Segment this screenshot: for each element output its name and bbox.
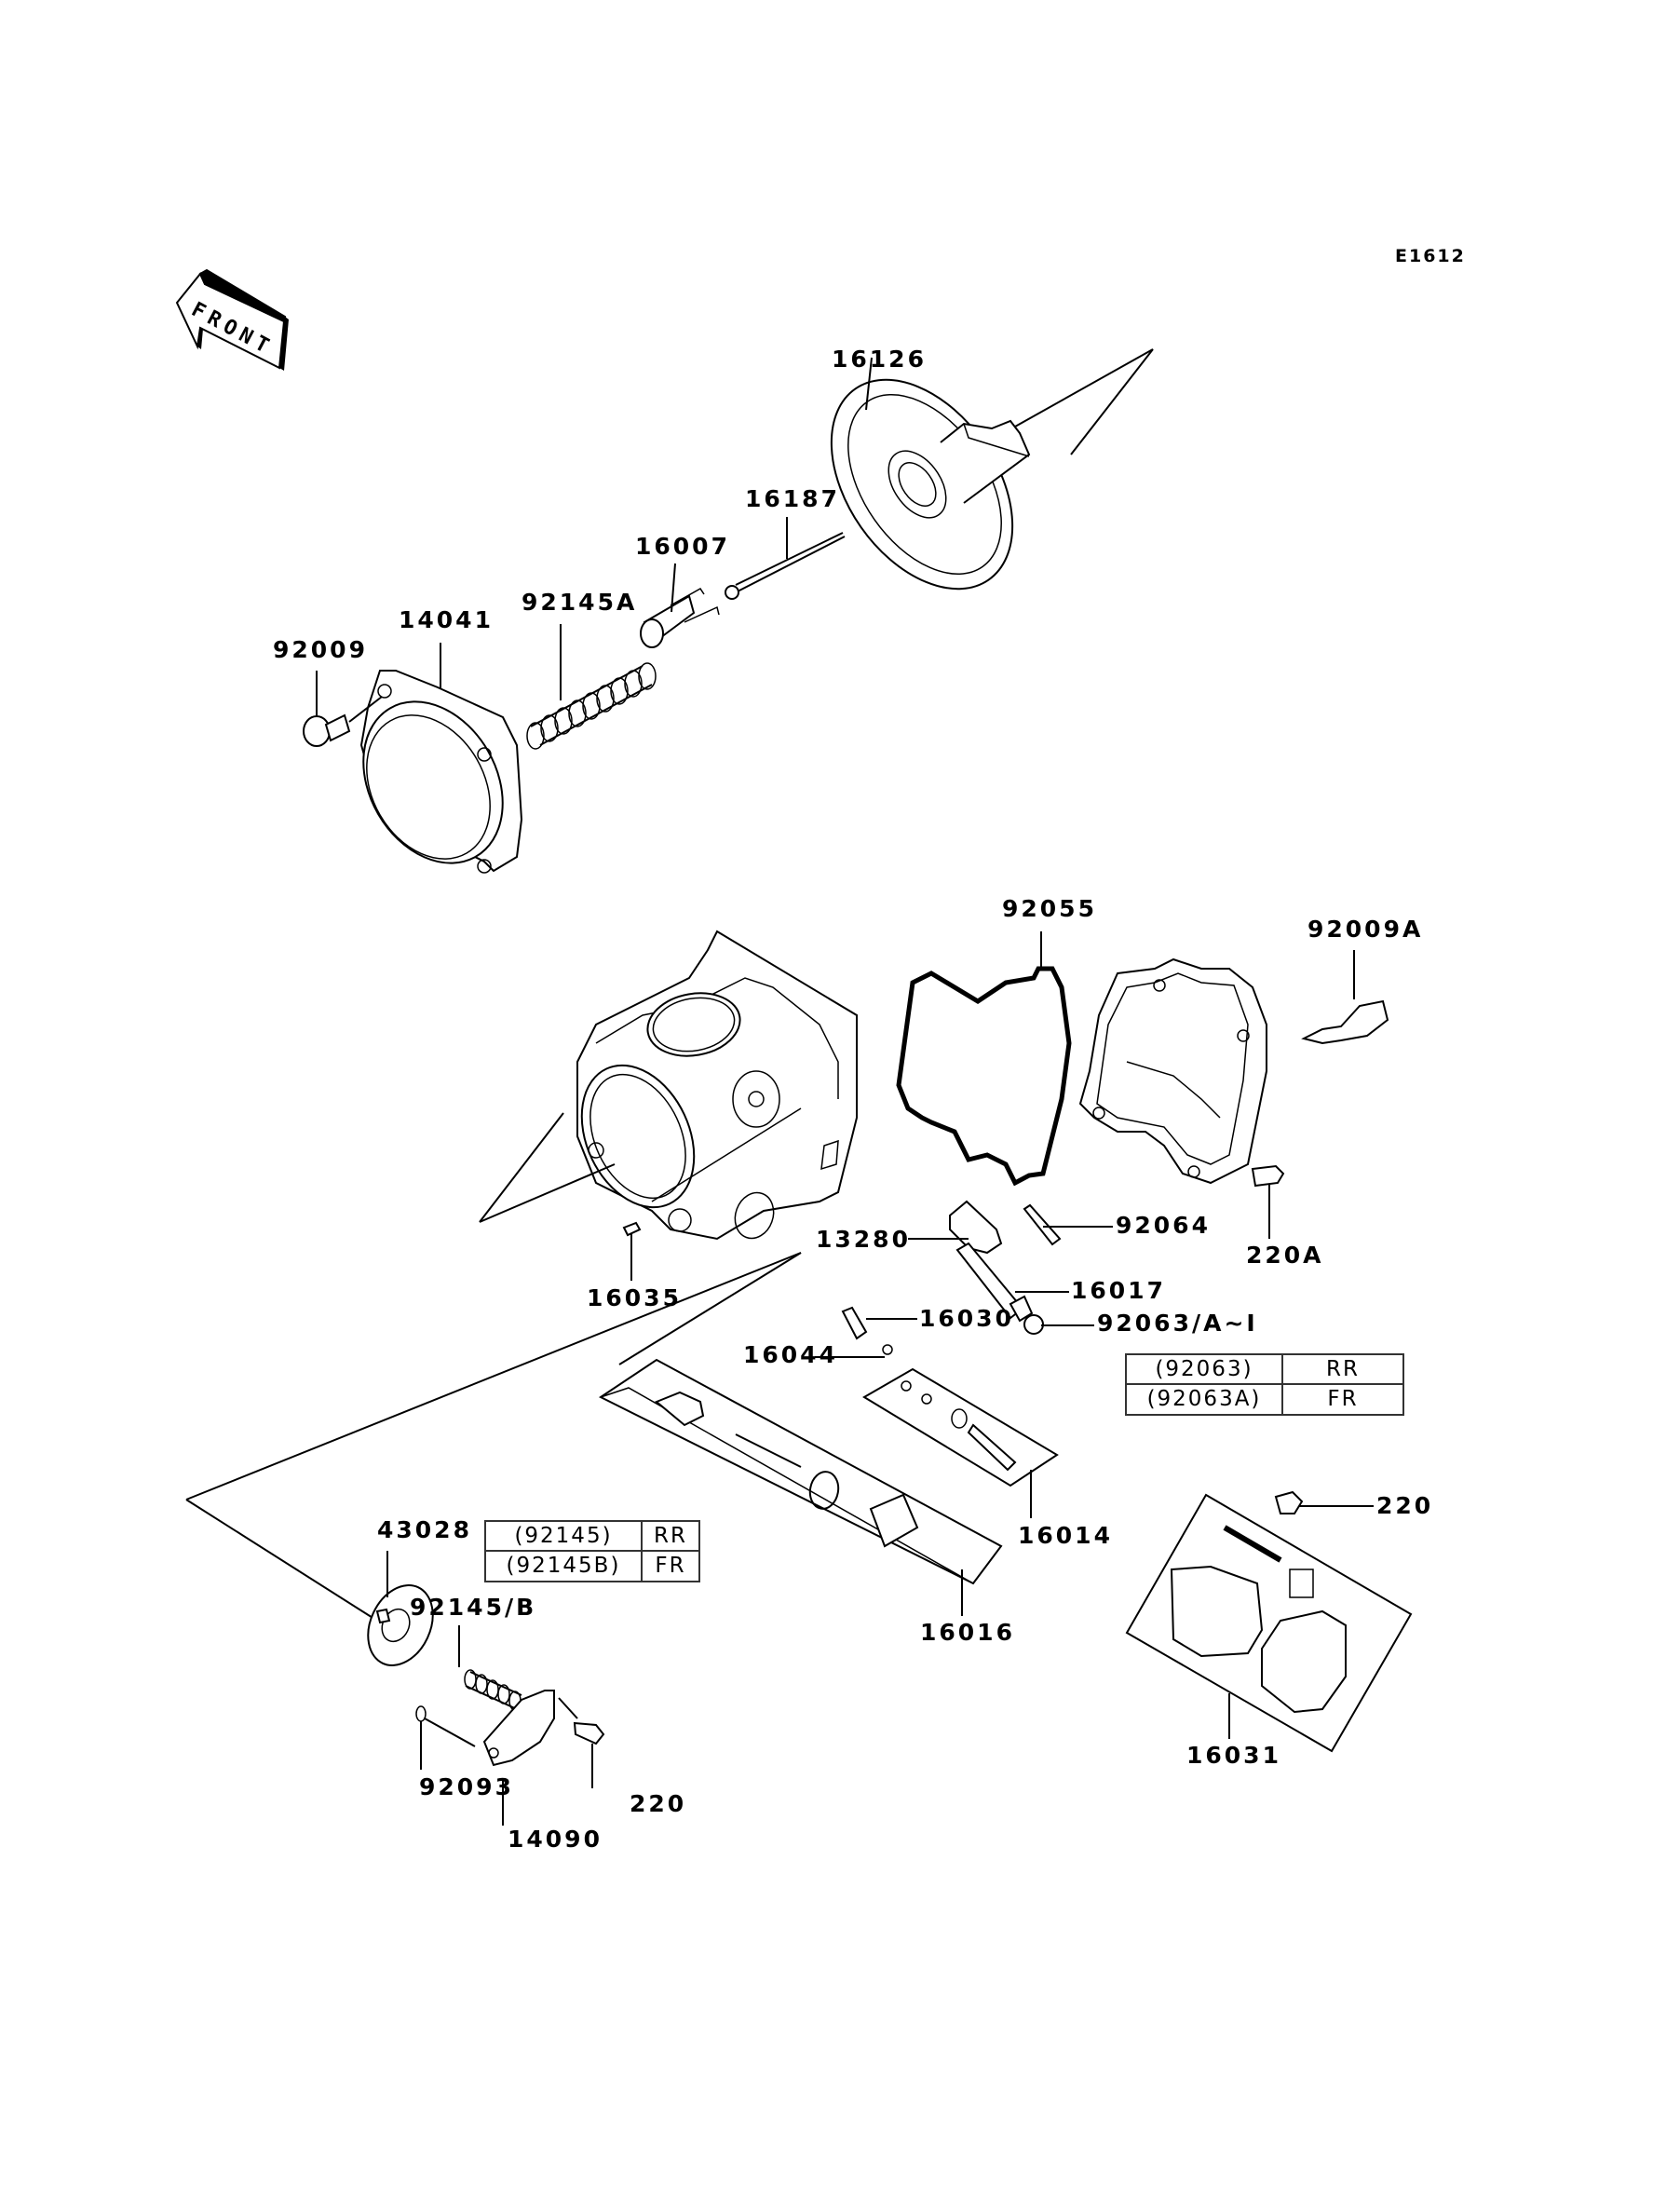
table-cell-position: FR (1281, 1383, 1404, 1416)
callout-92145a[interactable]: 92145A (522, 589, 638, 616)
clip-part (815, 1344, 893, 1358)
screw-part (1301, 950, 1389, 1045)
callout-14041[interactable]: 14041 (399, 606, 494, 633)
front-arrow-icon (175, 268, 289, 371)
screw-part (303, 671, 383, 747)
callout-16035[interactable]: 16035 (587, 1284, 682, 1311)
callout-13280[interactable]: 13280 (816, 1226, 911, 1253)
callout-16126[interactable]: 16126 (832, 346, 927, 373)
screw-part (1251, 1164, 1285, 1239)
callout-220a[interactable]: 220A (1246, 1242, 1324, 1269)
leader-line (479, 1163, 616, 1223)
leader-line (1014, 348, 1154, 428)
callout-92063[interactable]: 92063/A~I (1097, 1310, 1258, 1337)
table-cell-position: FR (641, 1550, 700, 1582)
callout-43028[interactable]: 43028 (377, 1516, 472, 1543)
holder-part (908, 1200, 1003, 1255)
top-cover-part (359, 643, 523, 874)
leader-line (618, 1252, 802, 1365)
callout-92145b[interactable]: 92145/B (410, 1594, 537, 1621)
float-assembly-part (1125, 1493, 1413, 1753)
pump-cover-part (482, 1690, 555, 1826)
table-cell-part: (92145B) (484, 1550, 643, 1582)
spring-part (526, 624, 657, 750)
leader-line (185, 1252, 802, 1501)
callout-92093[interactable]: 92093 (419, 1773, 514, 1800)
main-jet-part (1023, 1314, 1094, 1335)
callout-220-pump-cover[interactable]: 220 (630, 1790, 687, 1817)
float-bowl-part (1078, 957, 1267, 1185)
pilot-screw-set-part (862, 1367, 1059, 1518)
table-row: (92063) RR (1125, 1352, 1404, 1386)
callout-92009a[interactable]: 92009A (1307, 916, 1424, 943)
plunger-set-part (599, 1358, 1003, 1616)
table-row: (92063A) FR (1125, 1383, 1404, 1416)
callout-92009[interactable]: 92009 (273, 636, 368, 663)
table-cell-position: RR (1281, 1352, 1404, 1386)
callout-14090[interactable]: 14090 (508, 1826, 603, 1853)
callout-16016[interactable]: 16016 (920, 1619, 1015, 1646)
callout-220-float-bowl[interactable]: 220 (1376, 1492, 1434, 1519)
screw-part (558, 1697, 605, 1788)
float-bowl-gasket-part (896, 966, 1072, 1187)
table-cell-part: (92063) (1125, 1352, 1283, 1386)
callout-16044[interactable]: 16044 (743, 1341, 838, 1368)
float-valve-seat-part (841, 1306, 917, 1340)
o-ring-part (415, 1705, 476, 1770)
vacuum-piston-part (830, 357, 1031, 591)
needle-jet-part (955, 1242, 1069, 1323)
table-cell-part: (92145) (484, 1519, 643, 1553)
spring-part (458, 1625, 522, 1711)
leader-line (479, 1112, 564, 1223)
callout-92064[interactable]: 92064 (1116, 1212, 1211, 1239)
needle-holder-part (640, 563, 720, 648)
callout-16187[interactable]: 16187 (745, 485, 840, 512)
diagram-reference-code: E1612 (1395, 246, 1466, 266)
leader-line (185, 1499, 378, 1622)
table-cell-position: RR (641, 1519, 700, 1553)
plug-part (622, 1221, 642, 1281)
table-cell-part: (92063A) (1125, 1383, 1283, 1416)
diaphragm-part (367, 1551, 434, 1666)
callout-16031[interactable]: 16031 (1186, 1742, 1281, 1769)
callout-16017[interactable]: 16017 (1071, 1277, 1166, 1304)
jet-part (1023, 1203, 1113, 1246)
table-row: (92145) RR (484, 1519, 700, 1553)
table-row: (92145B) FR (484, 1550, 700, 1582)
callout-92055[interactable]: 92055 (1002, 895, 1097, 922)
main-jet-position-table: (92063) RR (92063A) FR (1125, 1352, 1404, 1416)
carburetor-body-part (576, 930, 858, 1241)
leader-line (1070, 348, 1154, 455)
callout-16014[interactable]: 16014 (1018, 1522, 1113, 1549)
spring-position-table: (92145) RR (92145B) FR (484, 1519, 700, 1582)
screw-part (1274, 1490, 1374, 1514)
callout-16030[interactable]: 16030 (919, 1305, 1014, 1332)
jet-needle-part (725, 517, 846, 600)
callout-16007[interactable]: 16007 (635, 533, 730, 560)
